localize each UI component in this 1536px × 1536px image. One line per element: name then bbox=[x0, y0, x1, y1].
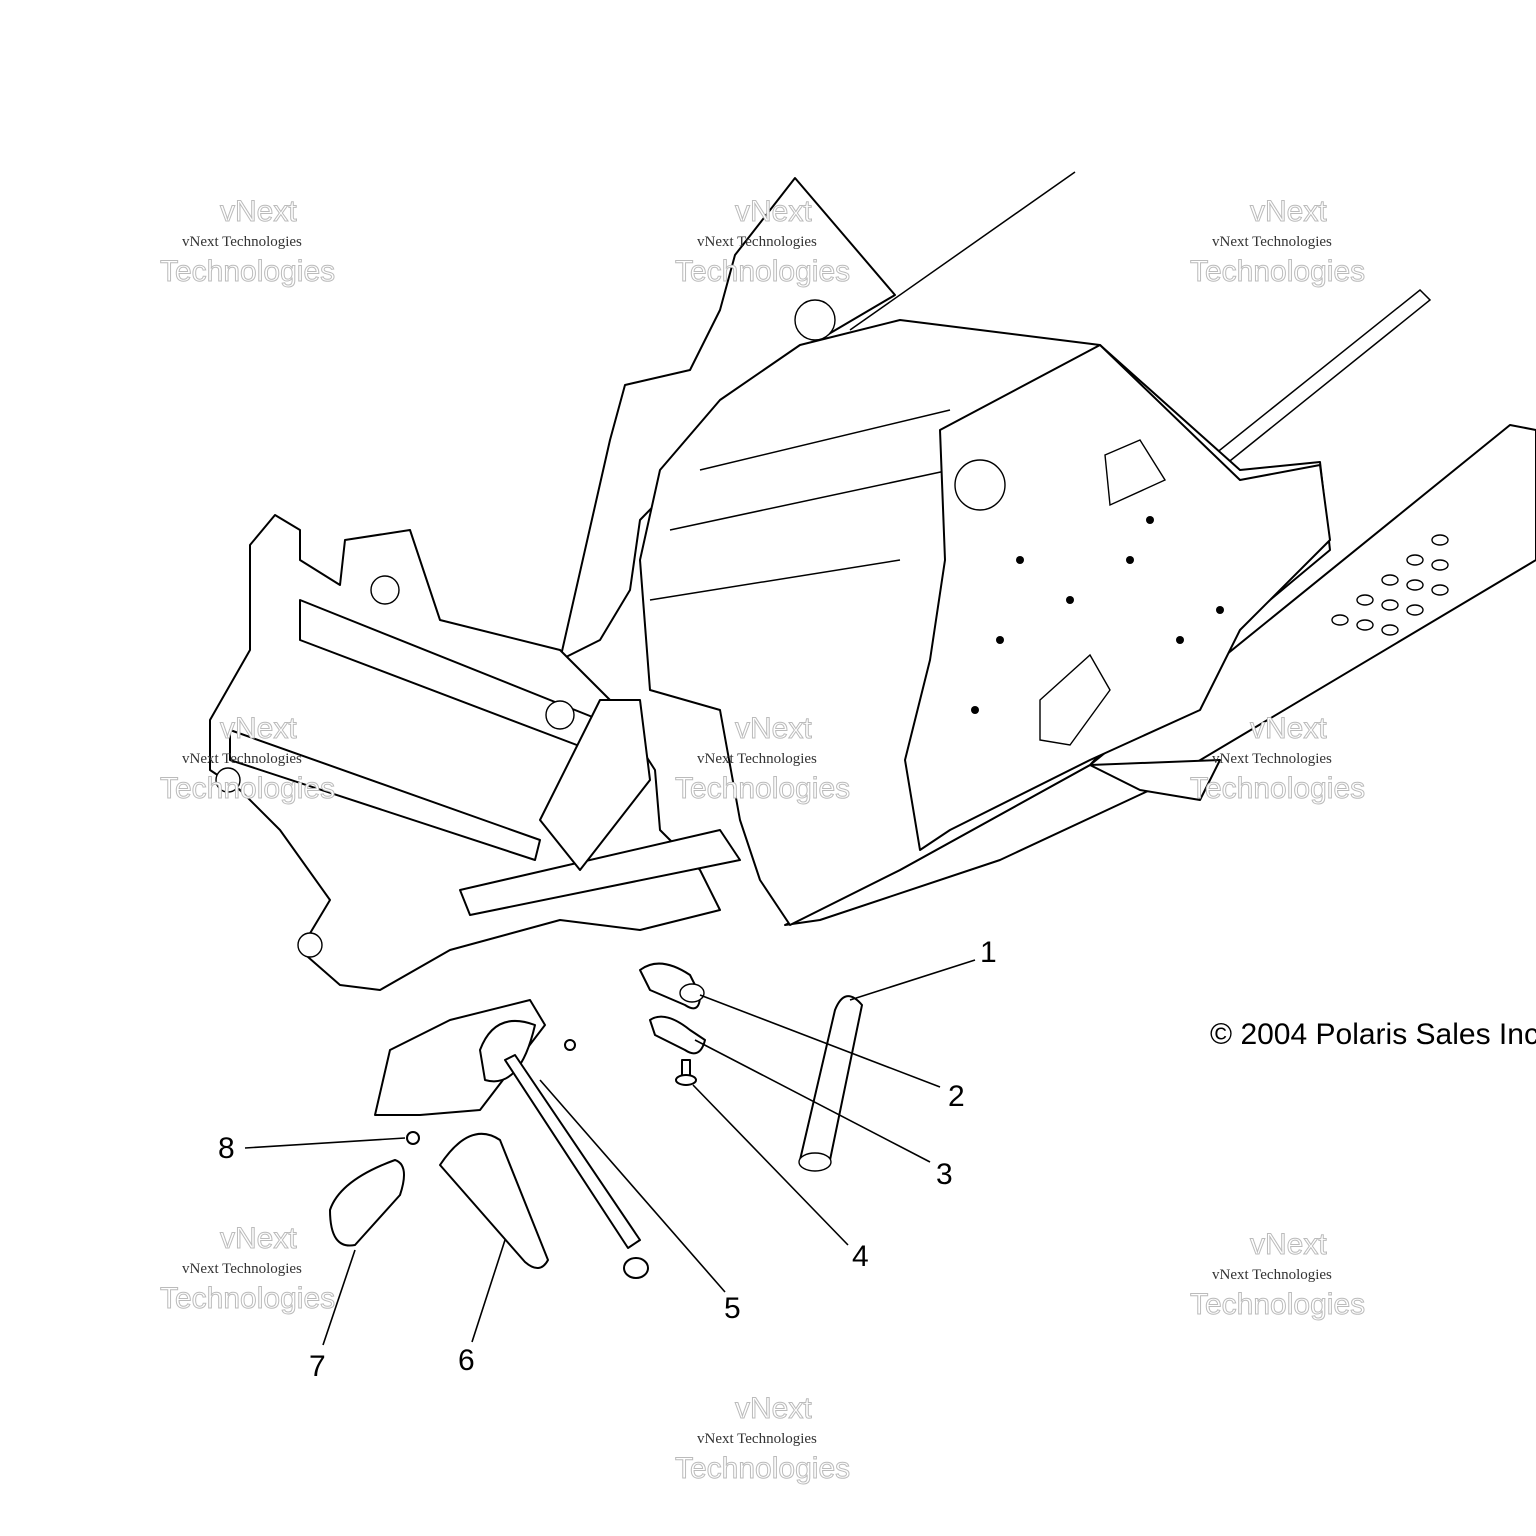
callout-6: 6 bbox=[458, 1344, 475, 1377]
side-plate bbox=[904, 344, 1331, 851]
part-4-rivet bbox=[675, 1059, 697, 1086]
callout-4: 4 bbox=[852, 1240, 869, 1273]
part-5-post bbox=[374, 999, 649, 1279]
callout-5: 5 bbox=[724, 1292, 741, 1325]
callout-2: 2 bbox=[948, 1080, 965, 1113]
part-8-screw bbox=[406, 1131, 420, 1145]
callout-7: 7 bbox=[309, 1350, 326, 1383]
callout-8: 8 bbox=[218, 1132, 235, 1165]
part-1-bumper bbox=[798, 995, 863, 1172]
copyright-notice: © 2004 Polaris Sales Inc bbox=[1210, 1018, 1536, 1051]
callout-1: 1 bbox=[980, 936, 997, 969]
part-3-clamp bbox=[649, 1015, 706, 1055]
callout-3: 3 bbox=[936, 1158, 953, 1191]
part-7-seal bbox=[329, 1159, 405, 1247]
front-frame bbox=[209, 514, 741, 991]
vent-holes bbox=[1331, 534, 1449, 636]
leader-lines bbox=[244, 959, 976, 1346]
part-2-clamp bbox=[639, 962, 705, 1010]
part-6-boot bbox=[439, 1132, 549, 1269]
